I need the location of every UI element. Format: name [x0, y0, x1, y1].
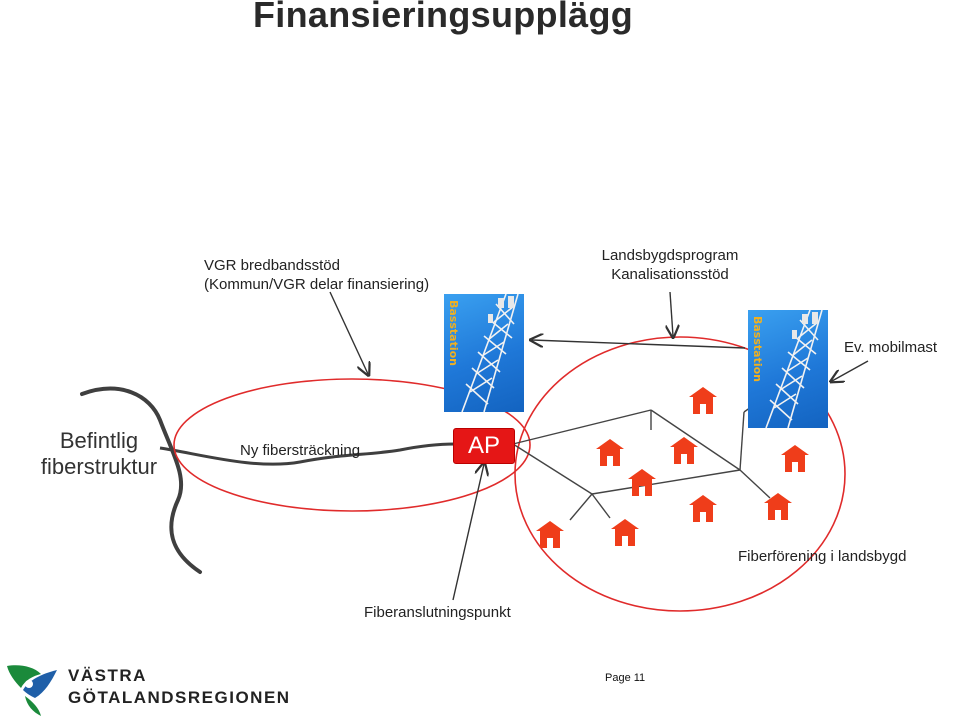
vgr-label-line2: (Kommun/VGR delar finansiering): [204, 276, 430, 293]
befintlig-label-line2: fiberstruktur: [40, 454, 158, 479]
ap-box: AP: [453, 428, 515, 464]
house-icon: [670, 437, 698, 464]
house-icon: [596, 439, 624, 466]
landsbygd-label-line2: Kanalisationsstöd: [611, 266, 729, 283]
arrow-landsbygd-left: [532, 340, 746, 349]
house-icon: [689, 495, 717, 522]
arrow-anslutningspunkt: [452, 464, 484, 601]
tower-icon: Basstation: [444, 294, 524, 412]
vgr-logo: VÄSTRA GÖTALANDSREGIONEN: [5, 662, 289, 718]
fiberforening-label: Fiberförening i landsbygd: [738, 548, 907, 565]
mobilmast-label: Ev. mobilmast: [844, 339, 938, 356]
tower-brand-label: Basstation: [751, 316, 764, 382]
house-icon: [689, 387, 717, 414]
logo-mark-icon: [7, 665, 57, 716]
landsbygd-label: Landsbygdsprogram Kanalisationsstöd: [585, 246, 755, 284]
befintlig-label-line1: Befintlig: [59, 428, 139, 453]
logo-line2: GÖTALANDSREGIONEN: [68, 688, 291, 707]
arrow-vgr: [329, 291, 368, 374]
house-icon: [764, 493, 792, 520]
ny-fiber-label: Ny fibersträckning: [240, 442, 361, 459]
house-icon: [781, 445, 809, 472]
vgr-label: VGR bredbandsstöd (Kommun/VGR delar fina…: [204, 256, 429, 294]
new-fiber-line: [159, 442, 456, 466]
befintlig-label: Befintlig fiberstruktur: [24, 428, 174, 480]
house-icon: [536, 521, 564, 548]
anslutningspunkt-label: Fiberanslutningspunkt: [364, 604, 511, 621]
existing-fiber-curve: [80, 386, 202, 574]
house-icon: [611, 519, 639, 546]
logo-line1: VÄSTRA: [68, 666, 147, 685]
tower-brand-label: Basstation: [447, 300, 460, 366]
vgr-label-line1: VGR bredbandsstöd: [204, 257, 340, 274]
tower-icon: Basstation: [748, 310, 828, 428]
page-number: Page 11: [605, 672, 646, 684]
new-fiber-ellipse: [173, 378, 531, 512]
arrow-landsbygd-down: [670, 291, 673, 336]
landsbygd-label-line1: Landsbygdsprogram: [601, 247, 739, 264]
page-title: Finansieringsupplägg: [253, 0, 634, 35]
arrow-mobilmast: [832, 360, 869, 381]
house-icon: [628, 469, 656, 496]
